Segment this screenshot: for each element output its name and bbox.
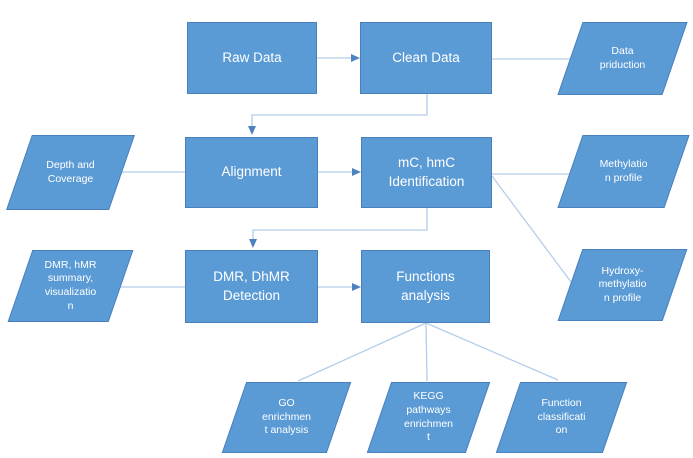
node-dmr-summary: DMR, hMR summary, visualizatio n: [7, 250, 134, 322]
node-dmr-dhmr-detection: DMR, DhMR Detection: [185, 250, 318, 323]
node-kegg-enrichment: KEGG pathways enrichmen t: [366, 382, 491, 453]
node-raw-data-label: Raw Data: [222, 49, 282, 65]
node-depth-coverage: Depth and Coverage: [6, 135, 135, 210]
edge-mc-hmc-to-hydroxymethylation-profile: [491, 175, 572, 283]
arrowhead-into-clean-data: [351, 54, 360, 62]
node-function-classification: Function classificati on: [495, 382, 628, 453]
node-data-production: Data priduction: [557, 22, 688, 95]
node-depth-coverage-label: Depth and Coverage: [46, 158, 95, 185]
node-data-production-label: Data priduction: [599, 44, 646, 71]
node-clean-data: Clean Data: [360, 22, 492, 94]
node-alignment: Alignment: [185, 137, 318, 208]
arrowhead-into-mc-hmc: [352, 168, 361, 176]
node-methylation-profile-label: Methylatio n profile: [599, 157, 648, 184]
node-function-classification-label: Function classificati on: [537, 397, 586, 437]
arrowhead-into-dmr-detection: [249, 239, 257, 248]
node-hydroxymethylation-profile-label: Hydroxy- methylatio n profile: [598, 264, 647, 304]
edge-functions-to-kegg-enrichment: [425, 322, 428, 382]
arrowhead-into-functions-analysis: [352, 283, 361, 291]
node-go-enrichment-label: GO enrichmen t analysis: [261, 397, 312, 437]
node-kegg-enrichment-label: KEGG pathways enrichmen t: [403, 390, 454, 444]
node-methylation-profile: Methylatio n profile: [557, 135, 690, 208]
node-dmr-dhmr-detection-label: DMR, DhMR Detection: [213, 269, 290, 303]
node-go-enrichment: GO enrichmen t analysis: [221, 382, 352, 453]
edge-functions-to-function-classification: [425, 322, 559, 381]
node-mc-hmc-identification-label: mC, hmC Identification: [388, 155, 465, 189]
node-alignment-label: Alignment: [221, 164, 282, 180]
node-raw-data: Raw Data: [187, 22, 317, 94]
node-mc-hmc-identification: mC, hmC Identification: [361, 137, 492, 208]
edge-mc-hmc-to-dmr-detection: [252, 208, 428, 240]
node-functions-analysis: Functions analysis: [361, 250, 490, 323]
edge-clean-data-to-alignment: [251, 94, 428, 127]
node-functions-analysis-label: Functions analysis: [396, 269, 455, 303]
node-hydroxymethylation-profile: Hydroxy- methylatio n profile: [557, 249, 688, 321]
node-clean-data-label: Clean Data: [392, 49, 460, 65]
node-dmr-summary-label: DMR, hMR summary, visualizatio n: [44, 258, 97, 312]
arrowhead-into-alignment: [248, 126, 256, 135]
edge-functions-to-go-enrichment: [297, 322, 427, 382]
